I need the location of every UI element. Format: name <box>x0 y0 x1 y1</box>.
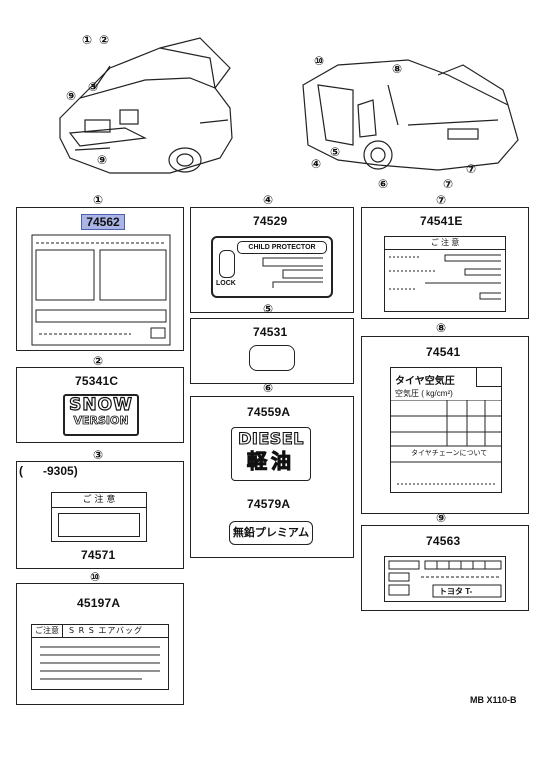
part-code-74579A[interactable]: 74579A <box>247 497 291 511</box>
pressure-table <box>391 400 501 485</box>
callout-front-2: ② <box>99 33 110 47</box>
child-protector-title: CHILD PROTECTOR <box>237 241 327 254</box>
blank-plate-label <box>249 345 295 371</box>
part-code-74541E[interactable]: 74541E <box>420 214 463 228</box>
ref-7: ⑦ <box>436 193 447 207</box>
srs-header-airbag: S R S エアバッグ <box>69 626 144 635</box>
diagram-id: MB X110-B <box>470 695 517 705</box>
callout-front-9b: ⑨ <box>97 153 108 167</box>
child-protector-label: CHILD PROTECTOR LOCK <box>211 236 333 298</box>
label-74563-grid <box>388 560 502 598</box>
notice-header: ご 注 意 <box>52 493 146 508</box>
ref-4: ④ <box>263 193 274 207</box>
part-box-75341C: 75341C SNOW VERSION <box>16 367 184 443</box>
tire-chain-note: タイヤチェーンについて <box>411 450 488 457</box>
keiyu-text: 軽油 <box>246 450 295 473</box>
tire-pressure-label: タイヤ空気圧 空気圧 ( kg/cm²) タイヤチェーンについて <box>390 367 502 493</box>
notice-header-74541E: ご 注 意 <box>385 237 505 250</box>
diesel-label: DIESEL 軽油 <box>231 427 311 481</box>
callout-rear-6: ⑥ <box>378 177 389 191</box>
callout-rear-5: ⑤ <box>330 145 341 159</box>
ref-6: ⑥ <box>263 381 274 395</box>
label-74562-drawing <box>31 234 171 346</box>
part-code-74541[interactable]: 74541 <box>426 345 461 359</box>
label-74571-drawing: ご 注 意 <box>51 492 147 542</box>
rear-car-illustration <box>302 59 519 171</box>
part-code-74559A[interactable]: 74559A <box>247 405 291 419</box>
notice-body <box>58 513 140 537</box>
srs-text-lines <box>40 646 160 680</box>
ref-9: ⑨ <box>436 511 447 525</box>
part-box-45197A: 45197A ご注意 S R S エアバッグ <box>16 583 184 705</box>
part-code-74531[interactable]: 74531 <box>253 325 288 339</box>
part-box-74541: 74541 タイヤ空気圧 空気圧 ( kg/cm²) タイヤチェーンについて <box>361 336 529 514</box>
tire-pressure-title: タイヤ空気圧 <box>395 376 455 387</box>
part-code-74571[interactable]: 74571 <box>81 548 116 562</box>
part-box-74562: 74562 <box>16 207 184 351</box>
ref-1: ① <box>93 193 104 207</box>
premium-unleaded-label: 無鉛プレミアム <box>229 521 313 545</box>
callout-rear-7b: ⑦ <box>466 162 477 176</box>
lock-text: LOCK <box>216 280 236 287</box>
ref-8: ⑧ <box>436 321 447 335</box>
toyota-plate-text: トヨタ T- <box>439 587 473 596</box>
ref-3: ③ <box>93 448 104 462</box>
ref-10: ⑩ <box>90 570 101 584</box>
snow-version-badge: SNOW VERSION <box>63 394 139 436</box>
date-range-note: ( -9305) <box>19 464 78 478</box>
part-box-74559A: 74559A DIESEL 軽油 74579A 無鉛プレミアム <box>190 396 354 558</box>
part-box-74531: 74531 <box>190 318 354 384</box>
version-text: VERSION <box>73 414 129 428</box>
srs-header-notice: ご注意 <box>32 625 63 637</box>
pressure-unit: 空気圧 ( kg/cm²) <box>395 389 453 398</box>
part-box-74541E: 74541E ご 注 意 <box>361 207 529 319</box>
part-box-74563: 74563 トヨタ T- <box>361 525 529 611</box>
child-protector-arrows <box>262 257 323 288</box>
ref-2: ② <box>93 354 104 368</box>
part-code-75341C[interactable]: 75341C <box>75 374 119 388</box>
tire-pressure-chart-box <box>476 368 501 387</box>
part-code-74563[interactable]: 74563 <box>426 534 461 548</box>
label-74563-drawing: トヨタ T- <box>384 556 506 602</box>
part-box-74571: ( -9305) ご 注 意 74571 <box>16 461 184 569</box>
callout-front-3: ③ <box>88 80 99 94</box>
diesel-text: DIESEL <box>238 428 304 448</box>
part-code-74529[interactable]: 74529 <box>253 214 288 228</box>
callout-rear-4: ④ <box>311 157 322 171</box>
ref-5: ⑤ <box>263 302 274 316</box>
callout-rear-10: ⑩ <box>314 54 325 68</box>
lock-indicator <box>219 250 235 278</box>
part-code-45197A[interactable]: 45197A <box>77 596 121 610</box>
callout-front-1: ① <box>82 33 93 47</box>
part-code-74562[interactable]: 74562 <box>81 214 125 230</box>
label-74541E-drawing: ご 注 意 <box>384 236 506 312</box>
callout-front-9a: ⑨ <box>66 89 77 103</box>
front-car-illustration <box>59 37 233 174</box>
snow-text: SNOW <box>69 395 133 415</box>
part-box-74529: 74529 CHILD PROTECTOR LOCK <box>190 207 354 313</box>
label-45197A-drawing: ご注意 S R S エアバッグ <box>31 624 169 690</box>
callout-rear-8: ⑧ <box>392 62 403 76</box>
callout-rear-7a: ⑦ <box>443 177 454 191</box>
notice-lines-74541E <box>389 254 501 300</box>
